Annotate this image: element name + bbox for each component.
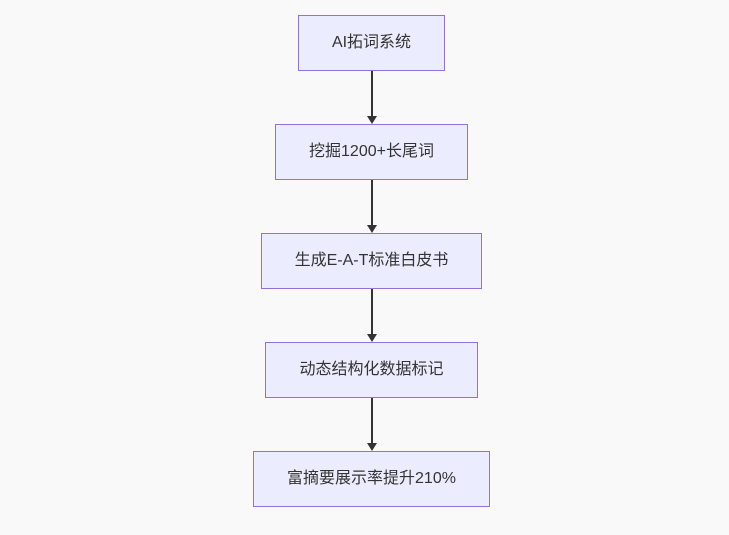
node-ai-keyword-expansion-system: AI拓词系统 [297, 15, 446, 71]
node-mine-longtail-keywords: 挖掘1200+长尾词 [275, 124, 468, 180]
edge-b-to-c [366, 180, 377, 233]
node-label: 富摘要展示率提升210% [287, 470, 456, 487]
arrow-line [370, 71, 373, 117]
arrowhead-down-icon [366, 443, 377, 451]
node-label: AI拓词系统 [331, 34, 412, 51]
edge-a-to-b [366, 71, 377, 124]
arrow-line [370, 398, 373, 444]
arrow-line [370, 180, 373, 226]
node-label: 生成E-A-T标准白皮书 [294, 252, 449, 269]
arrowhead-down-icon [366, 116, 377, 124]
arrowhead-down-icon [366, 334, 377, 342]
flowchart: AI拓词系统 挖掘1200+长尾词 生成E-A-T标准白皮书 动态结构化数据标记… [7, 15, 729, 507]
arrowhead-down-icon [366, 225, 377, 233]
node-generate-eat-whitepaper: 生成E-A-T标准白皮书 [260, 233, 483, 289]
node-label: 挖掘1200+长尾词 [309, 143, 434, 160]
edge-c-to-d [366, 289, 377, 342]
arrow-line [370, 289, 373, 335]
node-label: 动态结构化数据标记 [299, 361, 444, 378]
node-rich-snippet-rate-increase: 富摘要展示率提升210% [253, 451, 490, 507]
node-dynamic-structured-data-markup: 动态结构化数据标记 [265, 342, 478, 398]
edge-d-to-e [366, 398, 377, 451]
